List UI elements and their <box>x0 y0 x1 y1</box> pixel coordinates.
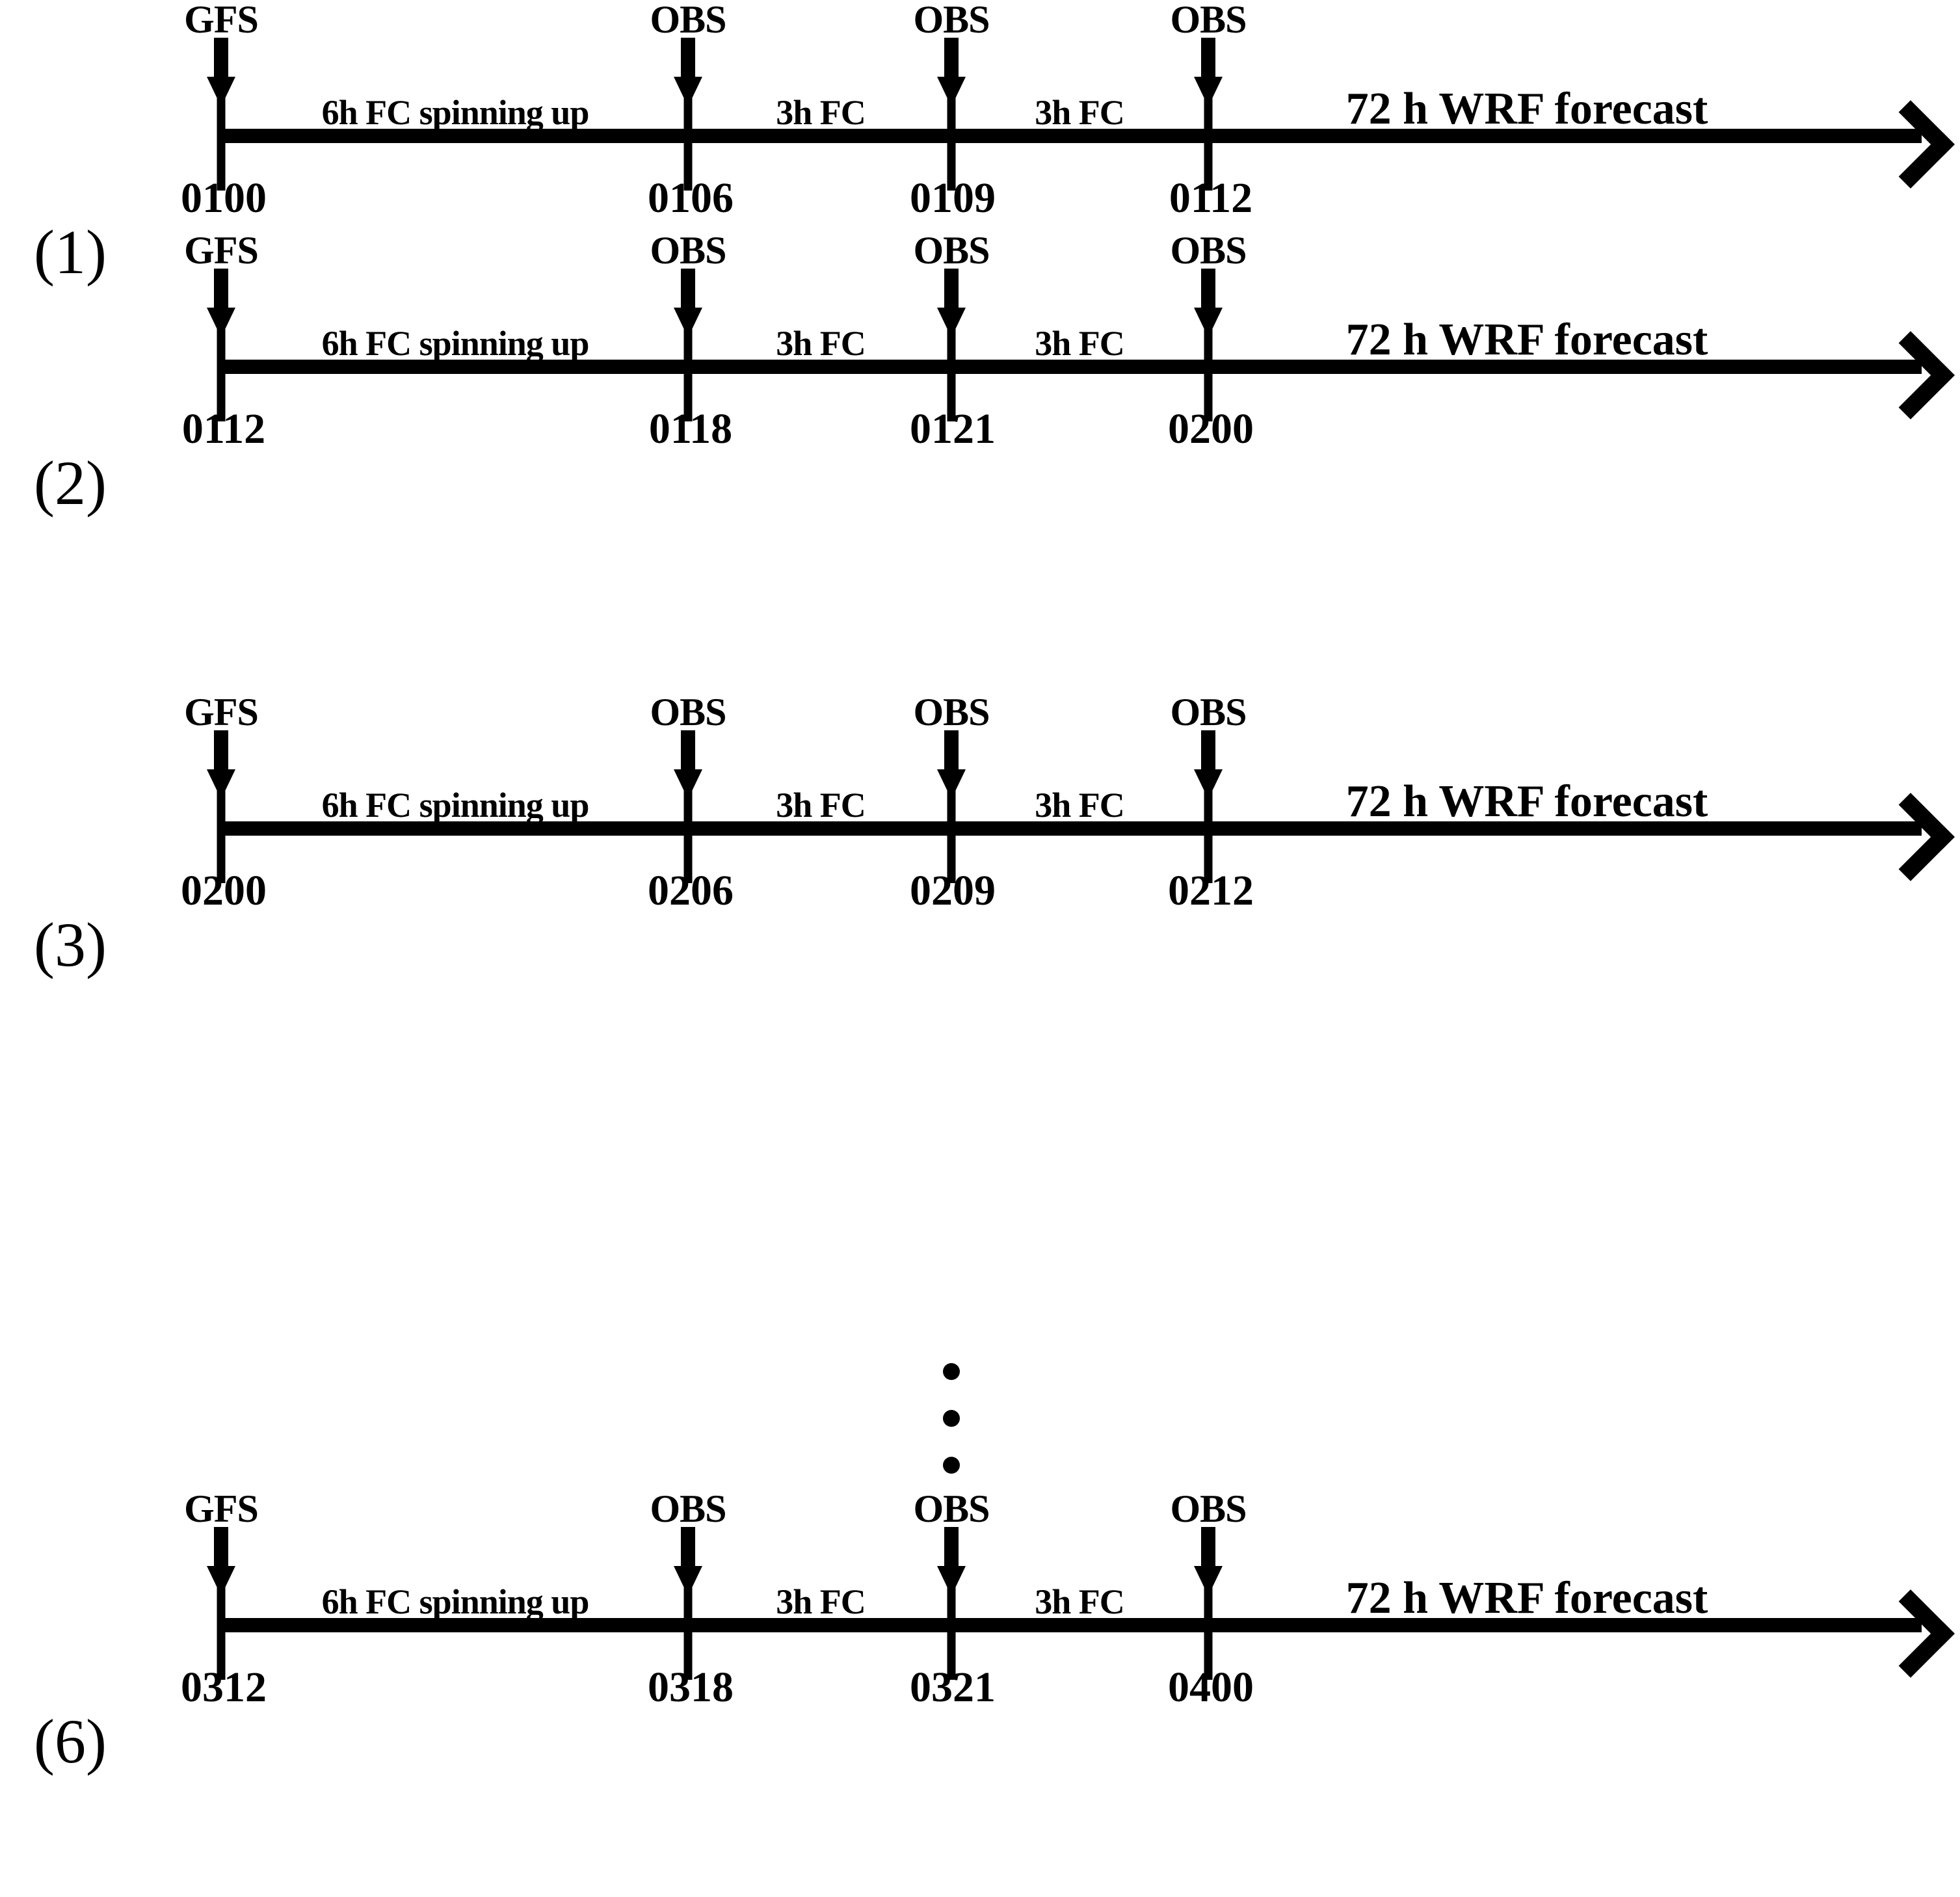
ellipsis-dot <box>943 1457 960 1474</box>
timeline-axis-arrowhead-icon <box>1866 793 1955 881</box>
timeline-tick-2 <box>683 83 693 191</box>
obs-input-arrow-icon-3 <box>1194 1527 1223 1596</box>
interval-label-fc3-b: 3h FC <box>1035 93 1125 132</box>
timeline-tick-2 <box>683 776 693 883</box>
time-label-4: 0212 <box>1168 867 1254 914</box>
source-label-obs-2: OBS <box>913 691 990 734</box>
source-label-obs-3: OBS <box>1170 691 1247 734</box>
ellipsis-dot <box>943 1363 960 1380</box>
cycle-block-1: (1) GFS OBS OBS OBS 6h FC spinning up 3h… <box>0 0 1960 403</box>
timeline-axis-bar <box>221 821 1922 836</box>
timeline-axis-arrowhead-icon <box>1866 1589 1955 1678</box>
timeline-axis-arrowhead-icon <box>1866 331 1955 419</box>
time-label-1: 0200 <box>181 867 267 914</box>
interval-label-fc3-a: 3h FC <box>776 1582 866 1621</box>
source-label-obs-2: OBS <box>913 0 990 41</box>
interval-label-forecast: 72 h WRF forecast <box>1345 776 1708 827</box>
source-label-gfs: GFS <box>184 0 259 41</box>
source-label-obs-3: OBS <box>1170 1487 1247 1530</box>
interval-label-forecast: 72 h WRF forecast <box>1345 1573 1708 1623</box>
source-label-obs-3: OBS <box>1170 0 1247 41</box>
interval-label-spinup: 6h FC spinning up <box>321 93 590 132</box>
timeline-tick-1 <box>217 1572 226 1680</box>
continuation-ellipsis-icon <box>943 1363 960 1474</box>
source-label-obs-3: OBS <box>1170 229 1247 272</box>
time-label-1: 0112 <box>181 405 266 453</box>
source-label-gfs: GFS <box>184 229 259 272</box>
ellipsis-dot <box>943 1410 960 1427</box>
source-label-obs-1: OBS <box>650 691 726 734</box>
interval-label-forecast: 72 h WRF forecast <box>1345 315 1708 365</box>
timeline-axis-arrowhead-icon <box>1866 100 1955 189</box>
cycle-block-2: (2) GFS OBS OBS OBS 6h FC spinning up 3h… <box>0 231 1960 634</box>
source-label-obs-2: OBS <box>913 229 990 272</box>
obs-input-arrow-icon-1 <box>674 269 702 338</box>
timeline-tick-3 <box>947 776 956 883</box>
time-label-2: 0118 <box>648 405 733 453</box>
timeline-tick-1 <box>217 314 226 421</box>
interval-label-fc3-a: 3h FC <box>776 786 866 825</box>
time-label-1: 0100 <box>181 174 267 222</box>
timeline-tick-2 <box>683 314 693 421</box>
time-label-4: 0400 <box>1168 1664 1254 1711</box>
timeline-tick-1 <box>217 83 226 191</box>
time-label-2: 0318 <box>648 1664 734 1711</box>
time-label-4: 0200 <box>1168 405 1254 453</box>
source-label-obs-1: OBS <box>650 1487 726 1530</box>
source-label-gfs: GFS <box>184 691 259 734</box>
cycle-block-3: (3) GFS OBS OBS OBS 6h FC spinning up 3h… <box>0 693 1960 1096</box>
timeline-axis-bar <box>221 129 1922 143</box>
interval-label-fc3-b: 3h FC <box>1035 324 1125 363</box>
step-number-2: (2) <box>34 448 107 518</box>
obs-input-arrow-icon-2 <box>937 38 966 107</box>
interval-label-fc3-a: 3h FC <box>776 324 866 363</box>
timeline-tick-2 <box>683 1572 693 1680</box>
time-label-3: 0209 <box>910 867 996 914</box>
source-label-obs-1: OBS <box>650 0 726 41</box>
cycle-block-6: (6) GFS OBS OBS OBS 6h FC spinning up 3h… <box>0 1489 1960 1892</box>
interval-label-spinup: 6h FC spinning up <box>321 1582 590 1621</box>
time-label-2: 0106 <box>648 174 734 222</box>
timeline-axis-bar <box>221 360 1922 374</box>
step-number-6: (6) <box>34 1706 107 1776</box>
time-label-2: 0206 <box>648 867 734 914</box>
timeline-tick-1 <box>217 776 226 883</box>
source-label-obs-1: OBS <box>650 229 726 272</box>
interval-label-spinup: 6h FC spinning up <box>321 786 590 825</box>
timeline-tick-4 <box>1204 314 1213 421</box>
timeline-tick-3 <box>947 83 956 191</box>
interval-label-spinup: 6h FC spinning up <box>321 324 590 363</box>
step-number-3: (3) <box>34 910 107 979</box>
obs-input-arrow-icon-2 <box>937 269 966 338</box>
timeline-tick-4 <box>1204 776 1213 883</box>
interval-label-fc3-b: 3h FC <box>1035 1582 1125 1621</box>
time-label-4: 0112 <box>1169 174 1253 222</box>
timeline-tick-3 <box>947 1572 956 1680</box>
time-label-1: 0312 <box>181 1664 267 1711</box>
timeline-axis-bar <box>221 1618 1922 1632</box>
timeline-tick-3 <box>947 314 956 421</box>
source-label-obs-2: OBS <box>913 1487 990 1530</box>
time-label-3: 0121 <box>910 405 996 453</box>
timeline-tick-4 <box>1204 1572 1213 1680</box>
interval-label-fc3-a: 3h FC <box>776 93 866 132</box>
timeline-tick-4 <box>1204 83 1213 191</box>
time-label-3: 0109 <box>910 174 996 222</box>
interval-label-forecast: 72 h WRF forecast <box>1345 84 1708 134</box>
step-number-1: (1) <box>34 217 107 287</box>
source-label-gfs: GFS <box>184 1487 259 1530</box>
interval-label-fc3-b: 3h FC <box>1035 786 1125 825</box>
time-label-3: 0321 <box>910 1664 996 1711</box>
